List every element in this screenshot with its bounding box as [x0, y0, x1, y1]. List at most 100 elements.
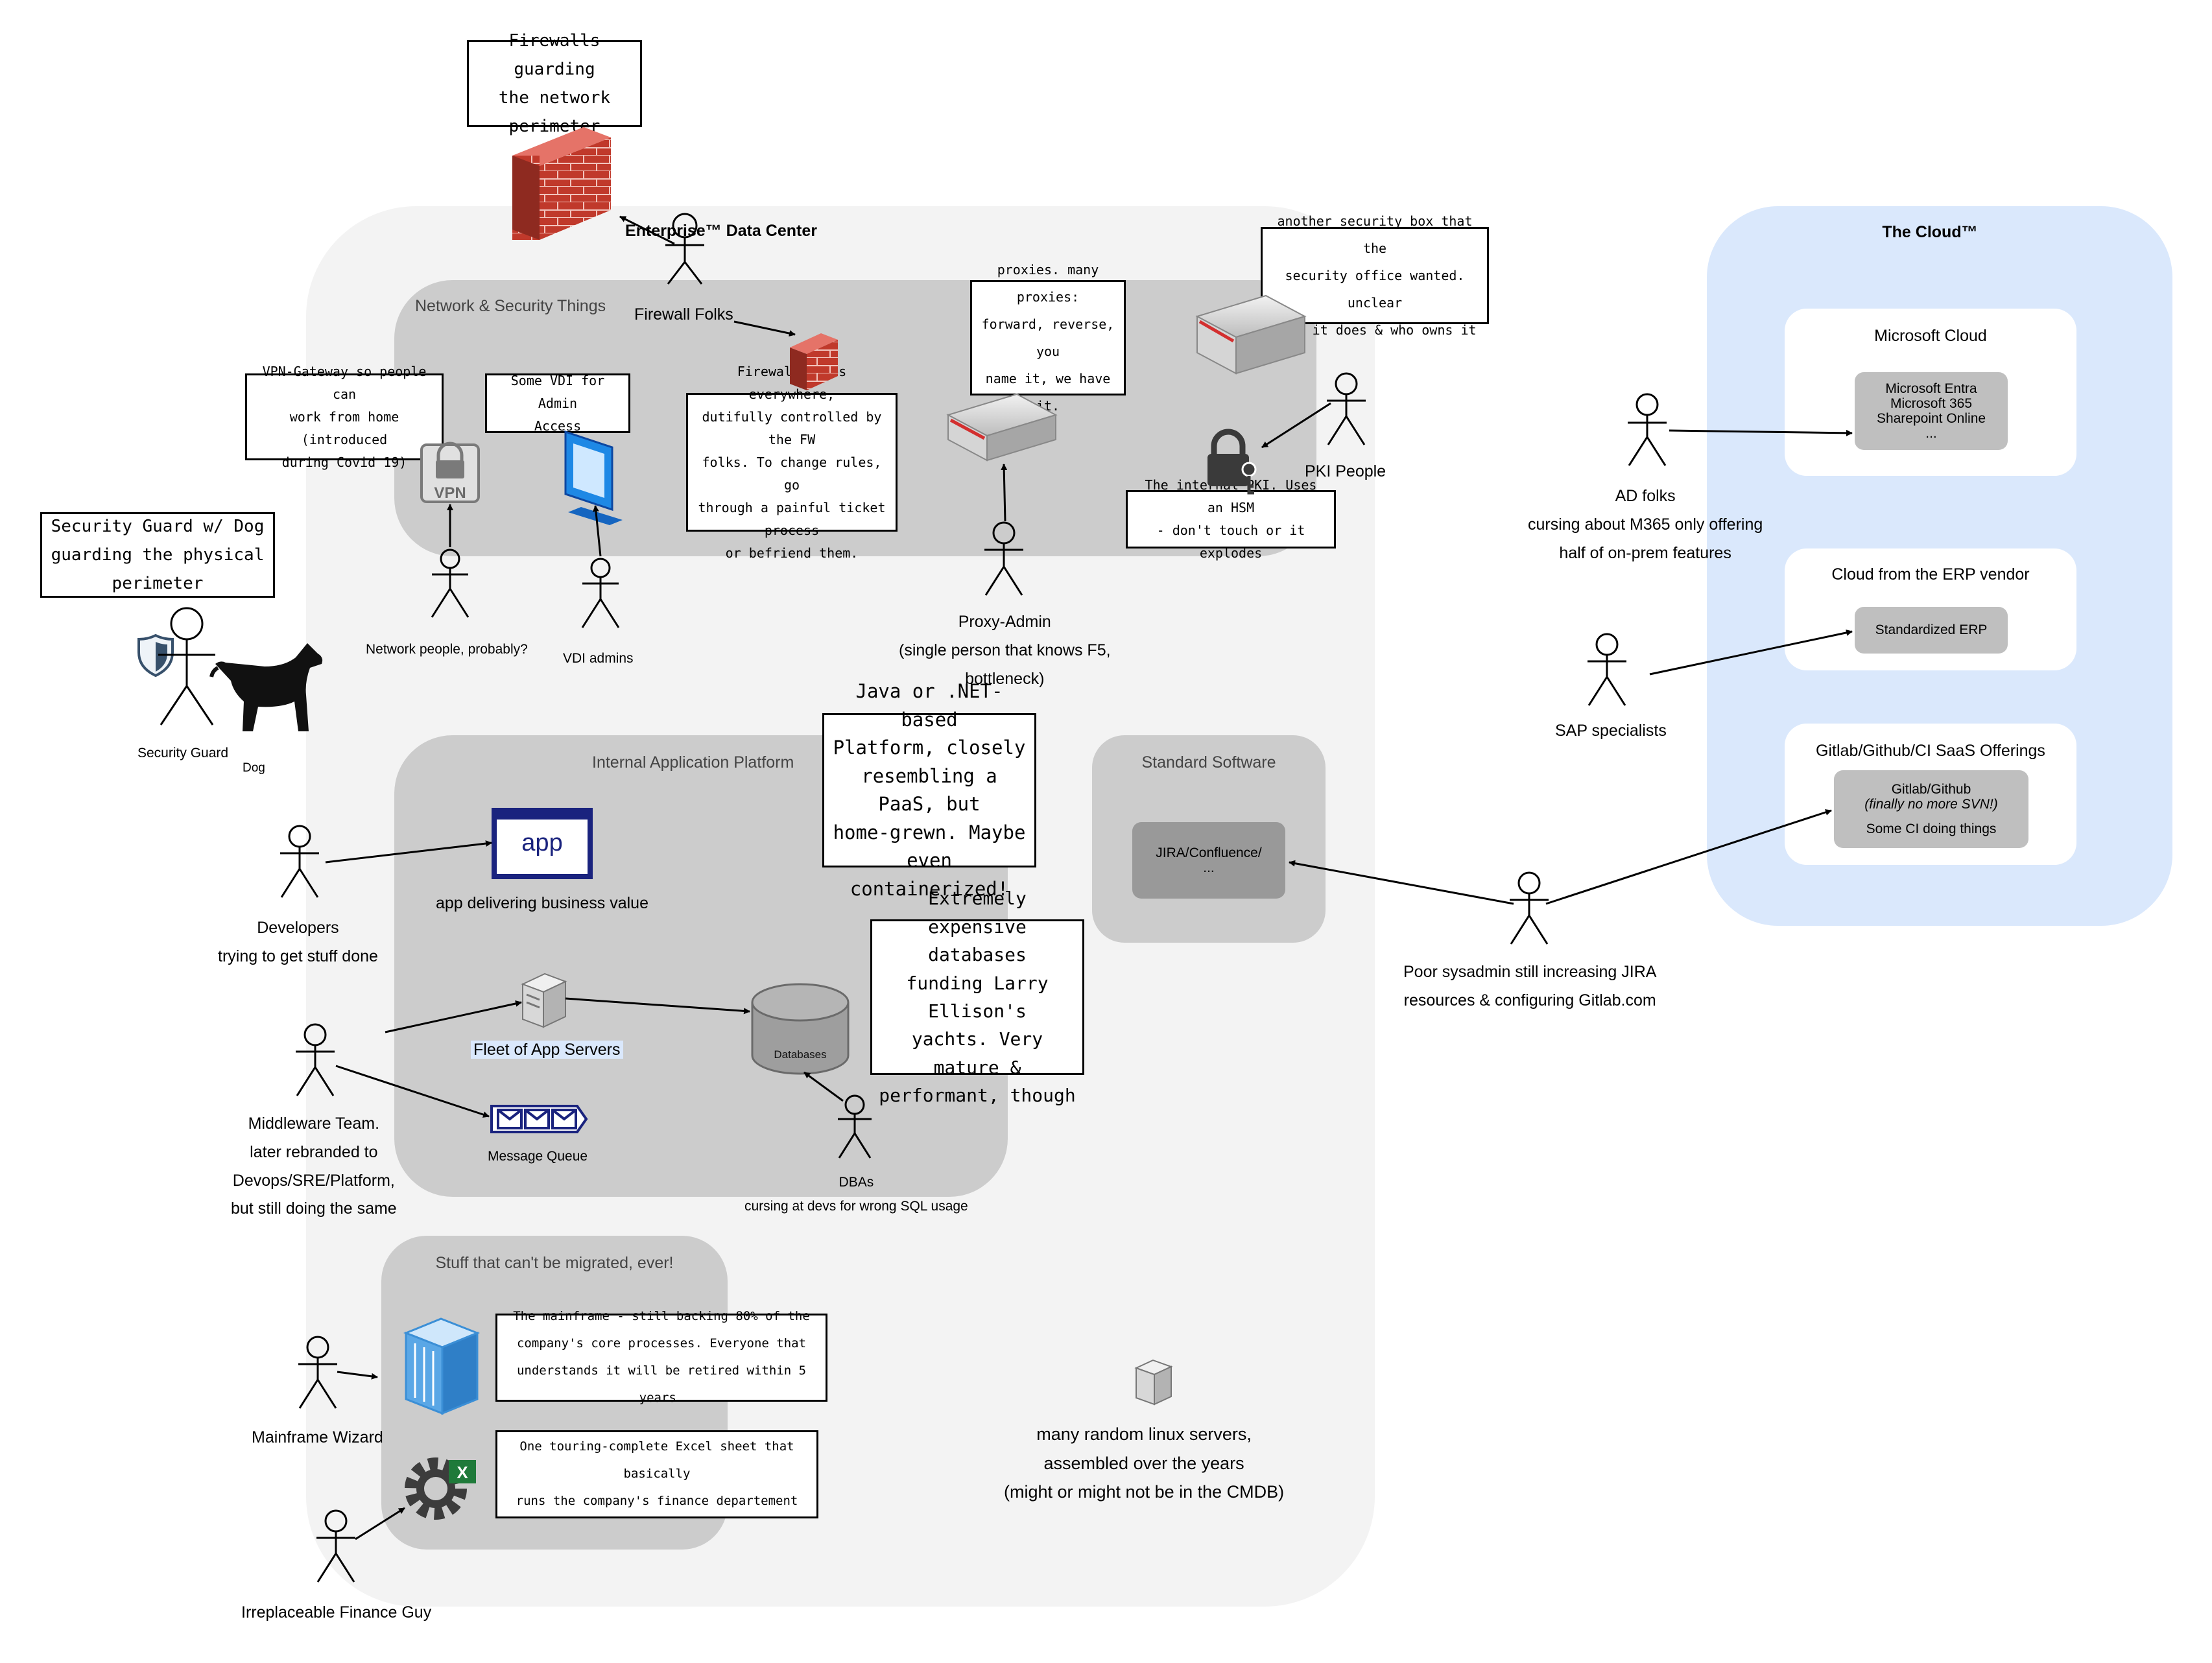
label-pki-people: PKI People: [1305, 462, 1386, 480]
erp-label: Standardized ERP: [1875, 622, 1988, 638]
label-mw-line: Middleware Team.: [248, 1115, 380, 1133]
note-secbox-line: what it does & who owns it: [1273, 322, 1477, 338]
note-fw-line: folks. To change rules, go: [702, 454, 882, 493]
excel-x-icon: X: [457, 1463, 468, 1482]
note-db-line: Extremely: [928, 888, 1027, 910]
note-vpn-line: VPN-Gateway so people can: [262, 363, 427, 402]
arrow-fwfolks-to-firewall: [619, 215, 675, 245]
label-sap: SAP specialists: [1555, 722, 1667, 740]
label-proxy-line: bottleneck): [965, 669, 1045, 688]
label-linux-servers: many random linux servers, assembled ove…: [1004, 1420, 1284, 1507]
microsoft-entra: Microsoft Entra: [1885, 381, 1977, 396]
note-pki-line: - don't touch or it explodes: [1156, 523, 1305, 561]
actor-network-people: [431, 548, 470, 618]
mainframe-icon: [403, 1317, 481, 1415]
actor-sysadmin: [1510, 871, 1549, 945]
note-fw-line: dutifully controlled by the FW: [702, 408, 882, 447]
note-paas-line: Java or .NET-based: [855, 680, 1003, 731]
network-appliance-icon: [946, 393, 1058, 462]
note-guard-line: guarding the physical: [51, 545, 265, 565]
label-dbas-line: cursing at devs for wrong SQL usage: [744, 1198, 968, 1214]
vpn-lock-icon: VPN: [420, 442, 480, 503]
note-secbox-line: security office wanted. unclear: [1285, 268, 1465, 311]
note-excel-line: One touring-complete Excel sheet that ba…: [519, 1439, 794, 1481]
monitor-icon: [564, 430, 623, 525]
label-dev-line: trying to get stuff done: [218, 947, 378, 965]
note-proxies-line: proxies. many proxies:: [997, 262, 1099, 305]
legacy-title: Stuff that can't be migrated, ever!: [435, 1254, 674, 1272]
arrow-devs-to-app: [325, 840, 492, 864]
platform-title: Internal Application Platform: [592, 753, 794, 772]
actor-finance-guy: [316, 1509, 355, 1583]
label-app-servers-text: Fleet of App Servers: [471, 1041, 623, 1059]
arrow-pki-people-to-pki: [1261, 402, 1331, 449]
dog-icon: [209, 643, 323, 731]
vpn-text: VPN: [434, 484, 466, 502]
label-dbas-line: DBAs: [838, 1175, 874, 1190]
microsoft-cloud-title: Microsoft Cloud: [1874, 327, 1987, 345]
label-finance-guy: Irreplaceable Finance Guy: [241, 1603, 432, 1622]
microsoft-more: ...: [1925, 426, 1937, 442]
actor-mainframe-wizard: [298, 1336, 337, 1409]
label-message-queue: Message Queue: [488, 1149, 588, 1164]
erp-cloud-title: Cloud from the ERP vendor: [1831, 565, 2030, 584]
label-linux-line: many random linux servers,: [1036, 1424, 1252, 1444]
note-paas-line: home-grewn. Maybe: [833, 821, 1026, 843]
actor-vdi-admins: [581, 558, 620, 628]
microsoft-365: Microsoft 365: [1890, 395, 1973, 411]
label-proxy-line: (single person that knows F5,: [899, 641, 1111, 659]
actor-middleware: [296, 1023, 335, 1096]
jira-more: ...: [1203, 860, 1215, 875]
actor-proxy-admin: [984, 521, 1023, 596]
actor-pki-people: [1327, 372, 1366, 445]
arrow-sap-to-erp: [1649, 629, 1853, 676]
jira-label: JIRA/Confluence/: [1156, 845, 1262, 860]
note-fw-line: through a painful ticket process: [698, 499, 886, 538]
note-paas-line: resembling a PaaS, but: [861, 764, 997, 816]
label-dbas: DBAs cursing at devs for wrong SQL usage: [744, 1171, 968, 1219]
cloud-title: The Cloud™: [1882, 223, 1978, 241]
arrow-wizard-to-mainframe: [337, 1371, 378, 1380]
note-guard-line: perimeter: [112, 574, 204, 594]
sharepoint-online: Sharepoint Online: [1876, 411, 1986, 426]
note-db-line: expensive databases: [928, 915, 1027, 966]
gitlab-tile: Gitlab/Github (finally no more SVN!) Som…: [1834, 770, 2028, 848]
arrow-ad-to-microsoft: [1669, 429, 1853, 436]
label-app-value: app delivering business value: [436, 894, 648, 912]
note-mainframe: The mainframe - still backing 80% of the…: [495, 1309, 827, 1405]
label-mw-line: later rebranded to: [250, 1142, 378, 1161]
gitlab-label: Gitlab/Github: [1891, 782, 1971, 797]
note-fw-line: or befriend them.: [725, 545, 859, 561]
brick-firewall-icon: [512, 127, 611, 240]
arrow-fwfolks-to-fwrules: [733, 320, 796, 337]
app-text: app: [521, 829, 562, 856]
app-window-icon: app: [492, 808, 593, 879]
actor-security-guard: [158, 607, 215, 725]
label-linux-line: assembled over the years: [1043, 1453, 1244, 1473]
envelope-queue-icon: [490, 1105, 588, 1133]
excel-gear-icon: X: [405, 1457, 476, 1520]
brick-firewall-icon: [790, 333, 838, 390]
note-paas-line: even containerized!: [850, 849, 1009, 900]
note-mainframe-line: understands it will be retired within 5 …: [516, 1363, 807, 1405]
network-title: Network & Security Things: [415, 297, 606, 315]
label-developers: Developers trying to get stuff done: [218, 914, 378, 971]
server-icon: [521, 973, 567, 1028]
label-proxy-admin: Proxy-Admin (single person that knows F5…: [899, 608, 1111, 693]
shield-icon: [137, 633, 174, 678]
label-ad-folks: AD folks cursing about M365 only offerin…: [1528, 482, 1763, 567]
arrow-sysadmin-to-gitlab: [1545, 809, 1832, 905]
padlock-key-icon: [1207, 429, 1257, 495]
note-vpn-line: work from home (introduced: [289, 408, 399, 447]
standard-software-title: Standard Software: [1141, 753, 1276, 772]
erp-tile: Standardized ERP: [1855, 607, 2008, 654]
arrow-middleware-to-mq: [335, 1065, 490, 1118]
label-security-guard: Security Guard: [137, 746, 229, 761]
label-network-people: Network people, probably?: [366, 642, 528, 657]
